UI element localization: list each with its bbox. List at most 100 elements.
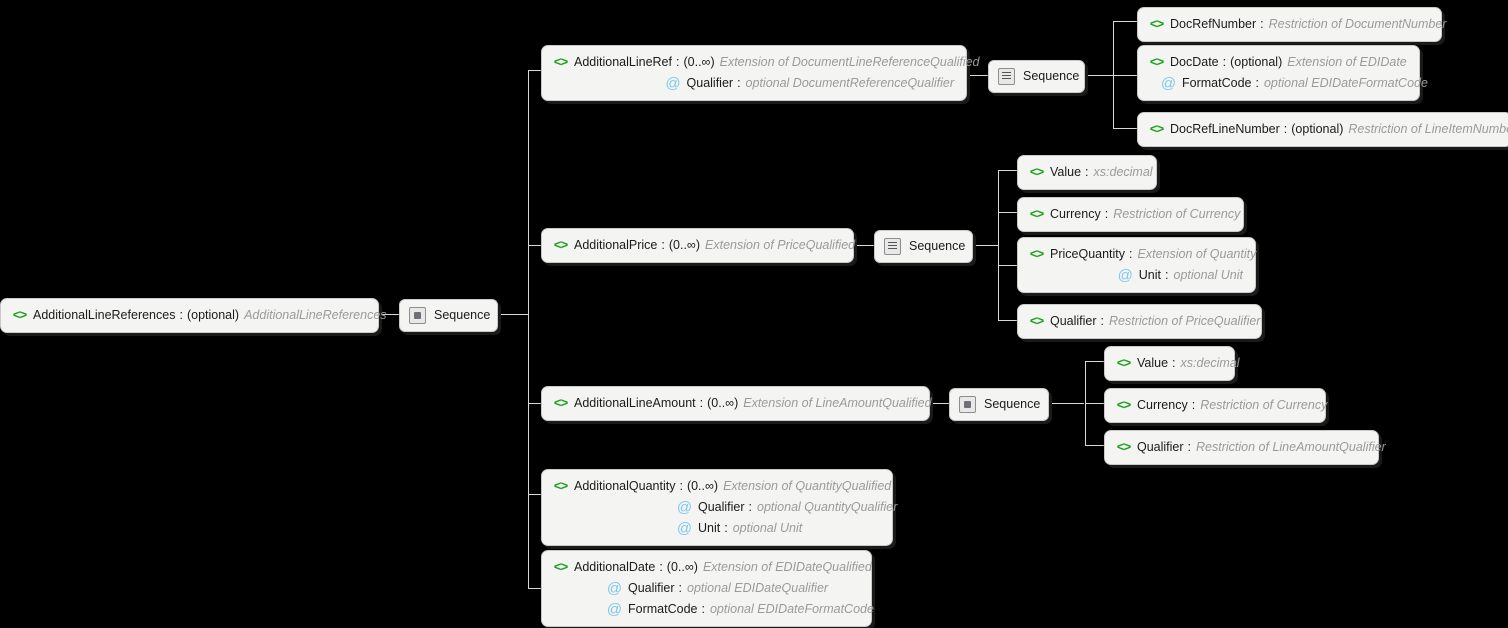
sequence-label: Sequence <box>909 239 966 253</box>
attribute-row: @ FormatCode : optional EDIDateFormatCod… <box>552 599 874 620</box>
attribute-row: @ Unit : optional Unit <box>1028 265 1243 286</box>
node-separator: : <box>699 396 704 410</box>
attribute-row: @ Unit : optional Unit <box>552 518 880 539</box>
node-type: Extension of LineAmountQualified <box>743 396 932 410</box>
node-separator: : <box>1187 440 1192 454</box>
node-price-value[interactable]: <> Value : xs:decimal <box>1017 155 1157 190</box>
node-occurrence: (0..∞) <box>686 479 719 493</box>
sequence-lines-icon <box>884 238 901 255</box>
node-price-quantity[interactable]: <> PriceQuantity : Extension of Quantity… <box>1017 237 1256 293</box>
node-additional-line-amount[interactable]: <> AdditionalLineAmount : (0..∞) Extensi… <box>541 386 932 421</box>
node-amount-currency[interactable]: <> Currency : Restriction of Currency <box>1104 388 1328 423</box>
node-separator: : <box>679 479 683 493</box>
sequence-label: Sequence <box>984 397 1041 411</box>
element-icon: <> <box>1029 165 1045 180</box>
node-label: Currency <box>1137 398 1188 412</box>
node-additional-quantity[interactable]: <> AdditionalQuantity : (0..∞) Extension… <box>541 469 897 546</box>
attribute-type: optional EDIDateFormatCode <box>1263 76 1428 90</box>
node-type: Extension of QuantityQualified <box>723 479 892 493</box>
attribute-separator: : <box>678 581 683 595</box>
node-sequence-root[interactable]: Sequence <box>399 299 498 332</box>
node-separator: : <box>1191 398 1196 412</box>
sequence-box-icon <box>959 396 976 413</box>
node-price-qualifier[interactable]: <> Qualifier : Restriction of PriceQuali… <box>1017 304 1262 339</box>
connector-stub-quantity <box>528 494 542 495</box>
node-amount-qualifier[interactable]: <> Qualifier : Restriction of LineAmount… <box>1104 430 1386 465</box>
connector-sequence-to-trunk <box>498 314 529 315</box>
element-icon: <> <box>1029 247 1045 262</box>
node-label: AdditionalDate <box>574 560 656 574</box>
attribute-label: Qualifier <box>628 581 675 595</box>
attribute-label: Qualifier <box>698 500 745 514</box>
node-separator: : <box>659 560 663 574</box>
attribute-icon: @ <box>1117 267 1133 284</box>
attribute-separator: : <box>701 602 705 616</box>
node-separator: : <box>1260 17 1264 31</box>
node-separator: : <box>1100 314 1105 328</box>
node-doc-ref-number[interactable]: <> DocRefNumber : Restriction of Documen… <box>1137 7 1446 42</box>
node-sequence-line-ref[interactable]: Sequence <box>988 60 1085 93</box>
node-additional-price[interactable]: <> AdditionalPrice : (0..∞) Extension of… <box>541 228 855 263</box>
element-icon: <> <box>1029 314 1045 329</box>
node-occurrence: (0..∞) <box>668 238 701 252</box>
node-sequence-price[interactable]: Sequence <box>874 230 973 263</box>
connector-stub-docrefnumber <box>1113 21 1138 22</box>
attribute-label: Qualifier <box>686 76 734 90</box>
node-additional-line-ref[interactable]: <> AdditionalLineRef : (0..∞) Extension … <box>541 45 980 101</box>
attribute-type: optional EDIDateFormatCode <box>709 602 874 616</box>
node-type: AdditionalLineReferences <box>244 308 387 322</box>
node-separator: : <box>661 238 665 252</box>
connector-stub-price-qualifier <box>998 320 1018 321</box>
node-label: Currency <box>1050 207 1101 221</box>
node-label: AdditionalLineRef <box>574 55 672 69</box>
node-additional-line-references[interactable]: <> AdditionalLineReferences : (optional)… <box>0 298 387 333</box>
node-doc-date[interactable]: <> DocDate : (optional) Extension of EDI… <box>1137 45 1428 101</box>
node-additional-date[interactable]: <> AdditionalDate : (0..∞) Extension of … <box>541 550 874 627</box>
node-label: DocRefNumber <box>1170 17 1257 31</box>
node-type: Extension of Quantity <box>1137 247 1257 261</box>
sequence-label: Sequence <box>1023 69 1080 83</box>
connector-stub-price-currency <box>998 212 1018 213</box>
element-icon: <> <box>1116 398 1132 413</box>
node-doc-ref-line-number[interactable]: <> DocRefLineNumber : (optional) Restric… <box>1137 112 1508 147</box>
attribute-row: @ Qualifier : optional DocumentReference… <box>552 73 954 94</box>
attribute-type: optional Unit <box>1173 268 1244 282</box>
connector-stub-price-value <box>998 170 1018 171</box>
node-type: Restriction of PriceQualifier <box>1109 314 1261 328</box>
node-label: AdditionalLineAmount <box>574 396 696 410</box>
node-separator: : <box>1222 55 1227 69</box>
attribute-type: optional QuantityQualifier <box>757 500 898 514</box>
node-type: xs:decimal <box>1180 356 1240 370</box>
node-type: Restriction of Currency <box>1200 398 1328 412</box>
attribute-icon: @ <box>665 75 681 92</box>
node-occurrence: (0..∞) <box>683 55 715 69</box>
connector-sequence-to-docref-trunk <box>1085 75 1114 76</box>
node-separator: : <box>1283 122 1288 136</box>
connector-stub-price <box>528 245 542 246</box>
node-type: Restriction of LineItemNumber <box>1348 122 1508 136</box>
node-type: Restriction of Currency <box>1113 207 1241 221</box>
node-sequence-line-amount[interactable]: Sequence <box>949 388 1049 421</box>
connector-stub-price-quantity <box>998 265 1018 266</box>
node-occurrence: (optional) <box>1230 55 1283 69</box>
attribute-icon: @ <box>606 601 623 618</box>
element-icon: <> <box>553 396 569 411</box>
connector-stub-line-amount <box>528 403 542 404</box>
attribute-icon: @ <box>676 520 693 537</box>
element-icon: <> <box>1149 122 1165 137</box>
connector-stub-date <box>528 588 542 589</box>
node-label: AdditionalPrice <box>574 238 658 252</box>
node-label: Qualifier <box>1137 440 1184 454</box>
element-icon: <> <box>553 479 569 494</box>
attribute-separator: : <box>1255 76 1259 90</box>
attribute-label: FormatCode <box>628 602 698 616</box>
attribute-separator: : <box>1165 268 1169 282</box>
node-amount-value[interactable]: <> Value : xs:decimal <box>1104 346 1240 381</box>
connector-price-to-sequence <box>854 245 874 246</box>
element-icon: <> <box>553 560 569 575</box>
sequence-lines-icon <box>998 68 1015 85</box>
node-price-currency[interactable]: <> Currency : Restriction of Currency <box>1017 197 1244 232</box>
node-separator: : <box>1129 247 1133 261</box>
node-occurrence: (0..∞) <box>707 396 739 410</box>
